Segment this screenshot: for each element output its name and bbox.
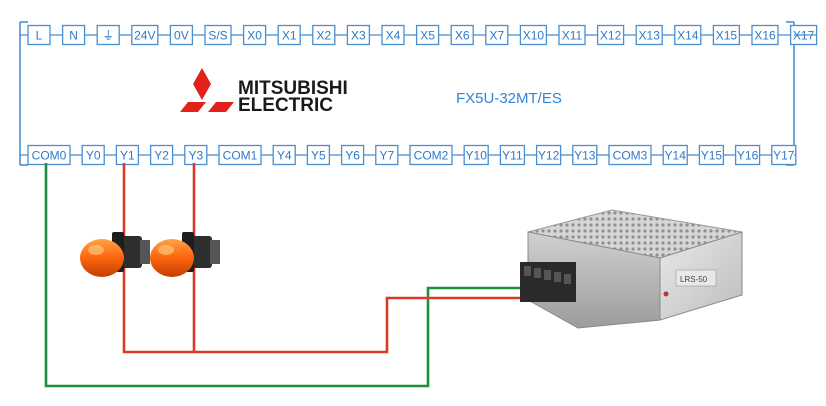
top-terminal-label: X11	[562, 29, 583, 43]
top-terminal-label: X1	[282, 29, 297, 43]
bottom-terminal-label: COM3	[613, 149, 648, 163]
top-terminal-row: L N ⏚ 24V 0V S/S X0 X1 X2 X3 X4 X5 X6 X7 X10 X11 X12 X13 X…	[20, 24, 818, 46]
bottom-terminal-label: Y11	[502, 149, 523, 163]
power-supply: LRS-50	[520, 209, 743, 329]
top-terminal-label: S/S	[208, 29, 227, 43]
brand-line-2: ELECTRIC	[238, 95, 333, 116]
green-wire-com0	[44, 163, 540, 388]
bottom-terminal-label: Y6	[345, 149, 360, 163]
bottom-terminal-label: Y1	[120, 149, 135, 163]
bottom-terminal-label: Y2	[154, 149, 169, 163]
top-terminal-label: X4	[386, 29, 401, 43]
plc-model-label: FX5U-32MT/ES	[456, 90, 562, 107]
top-terminal-label: X3	[351, 29, 366, 43]
top-terminal-label: 0V	[174, 29, 189, 43]
bottom-terminal-label: Y10	[466, 149, 488, 163]
bottom-terminal-label: Y0	[86, 149, 101, 163]
power-supply-label: LRS-50	[680, 275, 708, 284]
bottom-terminal-row: COM0 Y0 Y1 Y2 Y3 COM1 Y4 Y5 Y6 Y7 COM2 Y10 Y11 Y12 Y13…	[20, 144, 797, 166]
top-terminal-label: L	[36, 29, 43, 43]
bottom-terminal-label: Y5	[311, 149, 326, 163]
top-terminal-label: N	[69, 29, 78, 43]
bottom-terminal-label: COM2	[414, 149, 449, 163]
top-terminal-label: X2	[316, 29, 331, 43]
top-terminal-label: X5	[420, 29, 435, 43]
bottom-terminal-label: Y17	[773, 149, 795, 163]
top-terminal-label: 24V	[134, 29, 155, 43]
red-wire-y1	[122, 163, 540, 354]
top-terminal-label: X10	[523, 29, 545, 43]
bottom-terminal-label: Y13	[574, 149, 596, 163]
top-terminal-label: X15	[716, 29, 738, 43]
top-terminal-label: X13	[639, 29, 661, 43]
bottom-terminal-label: Y15	[701, 149, 723, 163]
mitsubishi-logo: MITSUBISHI ELECTRIC	[180, 68, 348, 116]
brand-line-1: MITSUBISHI	[238, 78, 348, 99]
top-terminal-label: X0	[247, 29, 262, 43]
bottom-terminal-label: Y14	[665, 149, 687, 163]
bottom-terminal-label: Y3	[188, 149, 203, 163]
top-terminal-label: X16	[754, 29, 776, 43]
top-terminal-label: X14	[677, 29, 699, 43]
indicator-lamp-y3	[150, 232, 220, 277]
wires	[44, 163, 540, 388]
bottom-terminal-label: COM1	[223, 149, 258, 163]
bottom-terminal-label: Y12	[538, 149, 560, 163]
top-terminal-label: ⏚	[102, 29, 114, 43]
bottom-terminal-label: COM0	[32, 149, 67, 163]
bottom-terminal-label: Y4	[277, 149, 292, 163]
top-terminal-label: X7	[489, 29, 504, 43]
bottom-terminal-label: Y7	[379, 149, 394, 163]
top-terminal-label: X6	[455, 29, 470, 43]
top-terminal-label: X12	[600, 29, 622, 43]
three-diamonds-icon	[180, 68, 234, 112]
bottom-terminal-label: Y16	[737, 149, 759, 163]
indicator-lamp-y1	[80, 232, 150, 277]
